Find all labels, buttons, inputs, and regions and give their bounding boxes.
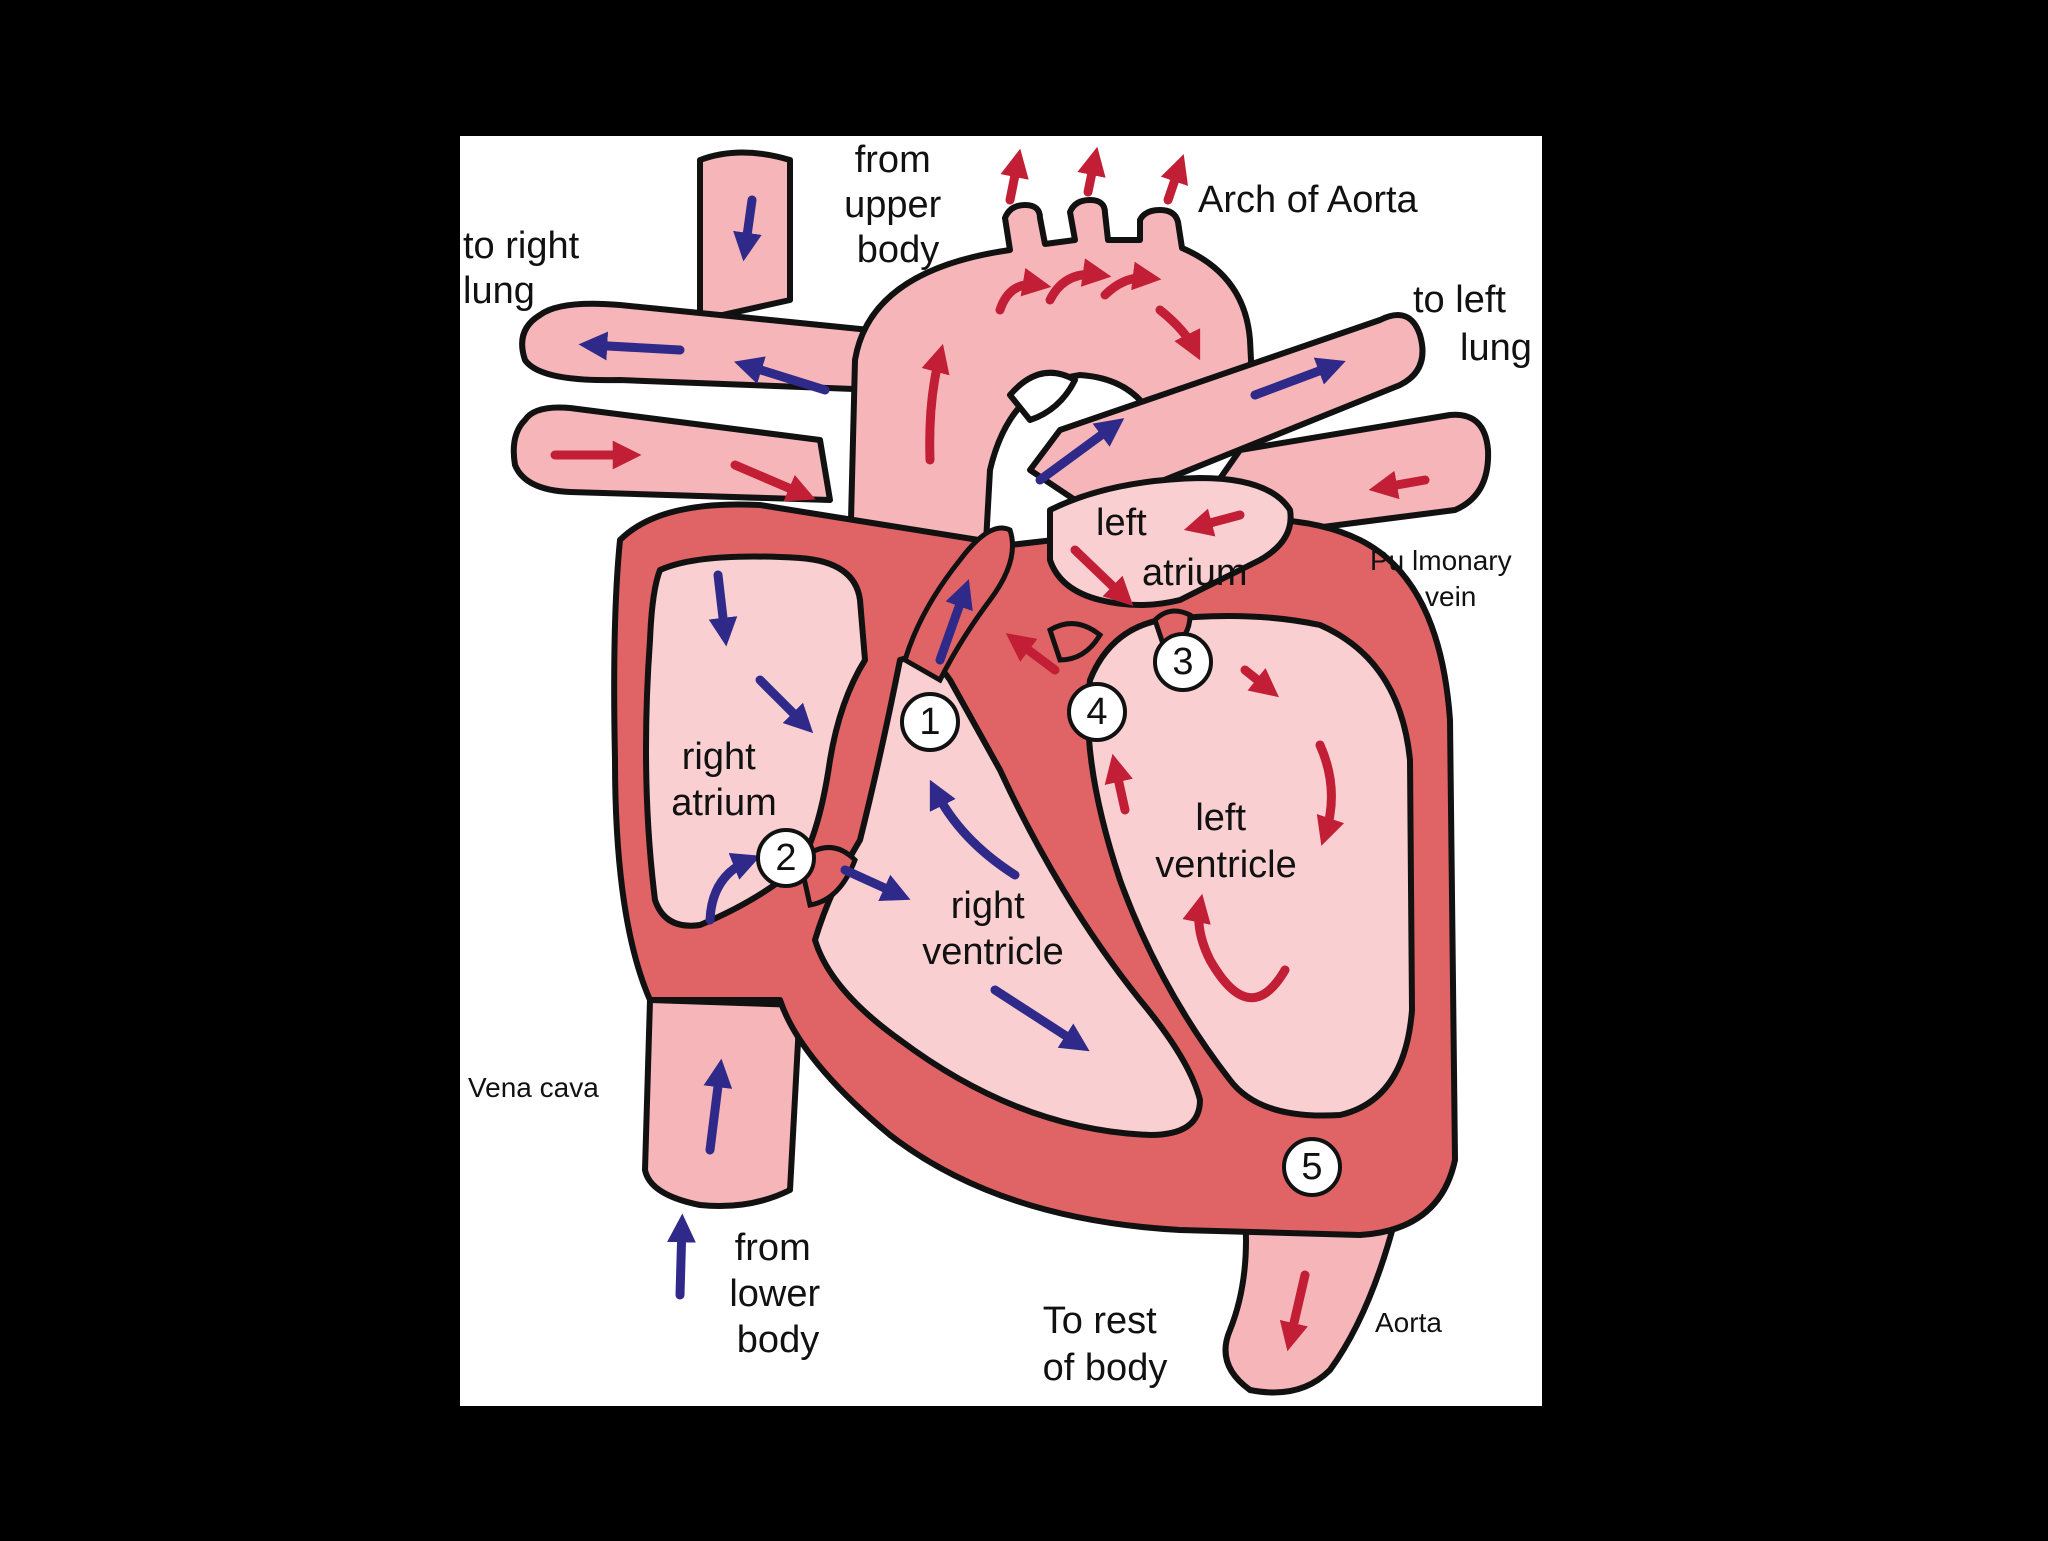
blue-arrow-rv-out xyxy=(929,779,1020,880)
label-from-upper-body: from upper body xyxy=(844,139,952,271)
label-aorta: Aorta xyxy=(1375,1307,1442,1338)
label-vena-cava: Vena cava xyxy=(468,1072,599,1103)
deoxygenated-arrows xyxy=(578,195,1346,1300)
label-pulmonary-vein: Pu lmonary vein xyxy=(1370,545,1519,612)
red-arrow-lv-up xyxy=(1104,753,1133,815)
blue-arrow-tricuspid xyxy=(840,865,911,901)
blue-arrow-from-lower-body xyxy=(667,1213,696,1300)
label-from-lower-body: from lower body xyxy=(729,1227,830,1361)
red-arrow-arch-4 xyxy=(1155,305,1201,361)
blue-arrow-lpa-1 xyxy=(1035,418,1125,485)
marker-5: 5 xyxy=(1282,1137,1342,1197)
red-arrow-lpv xyxy=(1368,470,1430,500)
right-pulmonary-vein xyxy=(510,404,833,503)
blue-arrow-svc xyxy=(733,195,762,262)
red-arrow-rpv-2 xyxy=(730,460,816,502)
blue-arrow-ra-1 xyxy=(708,570,738,647)
blue-arrow-rv-apex xyxy=(990,985,1090,1052)
blue-arrow-rpa-2 xyxy=(578,331,685,361)
marker-4: 4 xyxy=(1067,682,1127,742)
red-arrow-lv-apex xyxy=(1182,893,1290,1002)
blue-arrow-ivc xyxy=(703,1058,733,1155)
svg-text:4: 4 xyxy=(1086,691,1107,733)
svg-text:5: 5 xyxy=(1301,1146,1322,1188)
marker-1: 1 xyxy=(900,692,960,752)
red-arrow-descending-aorta xyxy=(1279,1270,1310,1352)
labels: from upper body Arch of Aorta to right l… xyxy=(463,139,1532,1389)
red-arrow-arch-3 xyxy=(1100,261,1162,300)
left-atrium-chamber xyxy=(1047,475,1294,608)
red-arrow-branch-1 xyxy=(1000,148,1029,205)
red-arrow-mitral xyxy=(1070,545,1134,606)
marker-3: 3 xyxy=(1153,632,1213,692)
svg-text:1: 1 xyxy=(919,701,940,743)
label-to-right-lung: to right lung xyxy=(463,225,590,312)
red-arrow-lv-1 xyxy=(1240,665,1279,698)
red-arrow-arch-2 xyxy=(1045,258,1112,305)
label-to-rest-of-body: To rest of body xyxy=(1043,1300,1168,1389)
blue-arrow-rpa-1 xyxy=(734,356,830,395)
label-arch-of-aorta: Arch of Aorta xyxy=(1198,179,1419,221)
inferior-vena-cava xyxy=(642,997,803,1209)
aortic-arch-gap xyxy=(1007,369,1078,423)
red-arrow-branch-2 xyxy=(1077,146,1106,197)
descending-aorta xyxy=(1222,1212,1398,1396)
blue-arrow-pulmonary-valve xyxy=(935,579,973,665)
aortic-valve xyxy=(1046,621,1104,663)
label-to-left-lung: to left lung xyxy=(1413,279,1532,369)
heart-body xyxy=(611,475,1458,1238)
red-arrow-arch-1 xyxy=(995,267,1052,315)
label-left-ventricle: left ventricle xyxy=(1155,797,1297,886)
red-arrow-la-in xyxy=(1183,508,1245,537)
red-arrow-branch-3 xyxy=(1160,154,1189,205)
blue-arrow-lpa-2 xyxy=(1250,357,1346,400)
svg-text:3: 3 xyxy=(1172,641,1193,683)
red-arrow-aortic-valve xyxy=(1005,633,1060,675)
marker-2: 2 xyxy=(756,828,816,888)
label-left-atrium: left atrium xyxy=(1096,502,1248,594)
red-arrow-lv-2 xyxy=(1315,740,1345,846)
markers: 1 2 3 4 5 xyxy=(756,632,1342,1197)
label-right-ventricle: right ventricle xyxy=(922,885,1064,973)
red-arrow-ascending-aorta xyxy=(921,343,950,465)
svg-text:2: 2 xyxy=(775,837,796,879)
blue-arrow-ra-2 xyxy=(755,675,814,734)
blue-arrow-ra-3 xyxy=(705,852,761,925)
right-pulmonary-artery xyxy=(519,300,883,393)
oxygenated-arrows xyxy=(550,146,1430,1352)
label-right-atrium: right atrium xyxy=(671,736,777,824)
